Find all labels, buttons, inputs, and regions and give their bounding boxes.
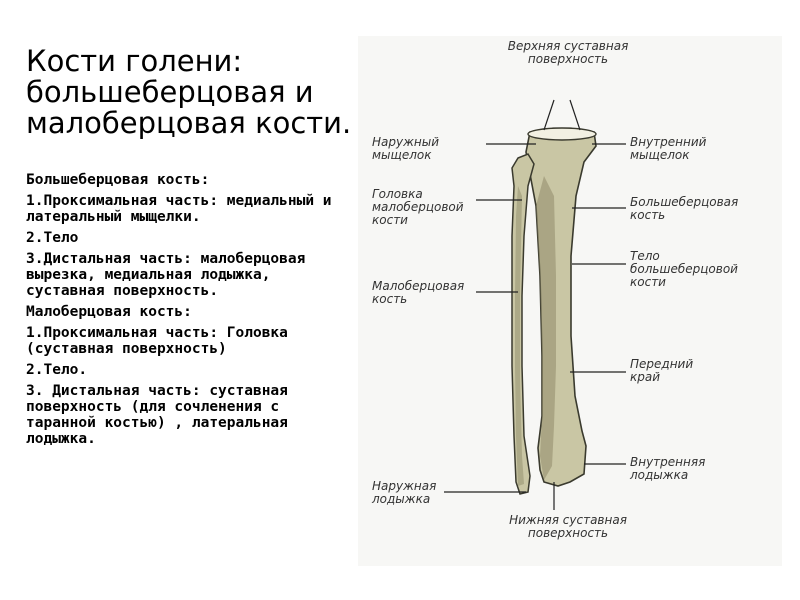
upper-articular-surface: [527, 127, 597, 141]
label-medial-condyle: Внутренний мыщелок: [630, 135, 707, 162]
label-lower-articular: Нижняя суставная поверхность: [509, 513, 627, 540]
label-tibia: Большеберцовая кость: [630, 195, 739, 222]
leg-bones-figure: Верхняя суставная поверхность Наружный м…: [358, 36, 782, 566]
label-lateral-condyle: Наружный мыщелок: [372, 135, 440, 162]
fibula-body: 2.Тело.: [26, 362, 88, 378]
description-text: Большеберцовая кость: 1.Проксимальная ча…: [26, 172, 356, 452]
tibia-distal: 3.Дистальная часть: малоберцовая вырезка…: [26, 251, 306, 299]
bones-illustration: [444, 99, 626, 510]
leader-lines: [444, 99, 626, 510]
label-lateral-malleolus: Наружная лодыжка: [372, 479, 437, 506]
leader-upper-articular-a: [543, 99, 555, 131]
label-fibula: Малоберцовая кость: [372, 279, 465, 306]
fibula-shading: [515, 186, 524, 486]
label-tibia-body: Тело большеберцовой кости: [630, 249, 738, 289]
label-upper-articular: Верхняя суставная поверхность: [507, 39, 629, 66]
fibula-proximal: 1.Проксимальная часть: Головка (суставна…: [26, 325, 288, 357]
tibia-bone: [525, 131, 597, 487]
label-medial-malleolus: Внутренняя лодыжка: [630, 455, 706, 482]
tibia-heading: Большеберцовая кость:: [26, 172, 210, 188]
label-fibula-head: Головка малоберцовой кости: [372, 187, 464, 227]
tibia-proximal: 1.Проксимальная часть: медиальный и лате…: [26, 193, 332, 225]
label-anterior-edge: Передний край: [630, 357, 694, 384]
leader-upper-articular-b: [569, 99, 581, 131]
slide-title: Кости голени: большеберцовая и малоберцо…: [26, 44, 352, 140]
fibula-heading: Малоберцовая кость:: [26, 304, 192, 320]
fibula-distal: 3. Дистальная часть: суставная поверхнос…: [26, 383, 288, 447]
tibia-shading: [536, 176, 556, 480]
tibia-body: 2.Тело: [26, 230, 79, 246]
